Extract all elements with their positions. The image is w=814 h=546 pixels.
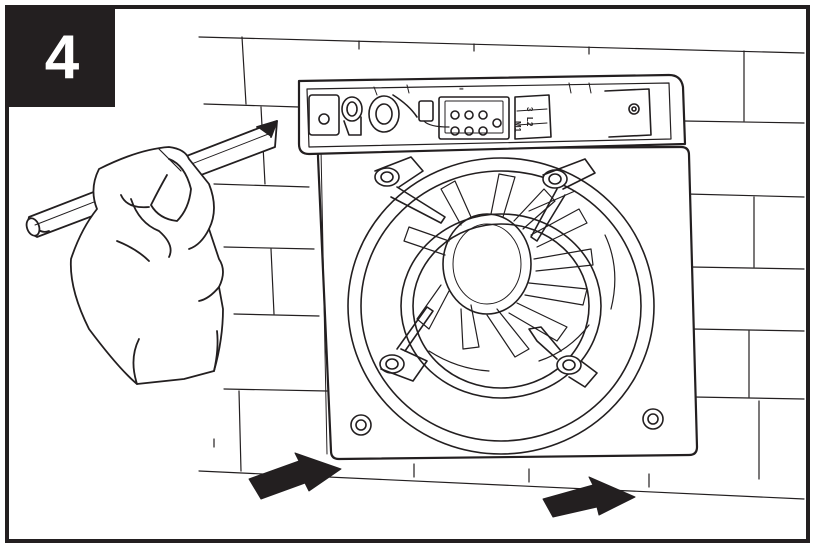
terminal-label-3: 3 [525,107,534,112]
step-number: 4 [44,23,80,92]
step-badge: 4 [9,9,115,107]
screw-hole [350,408,664,436]
fan-impeller [403,173,616,372]
installation-illustration: 3 L2 M1 ≡ [25,36,805,518]
terminal-labels: 3 L2 M1 ≡ [459,84,534,133]
terminal-label-m1: M1 [513,121,522,133]
shutter-clip [374,156,598,388]
push-arrow [248,452,636,518]
terminal-housing: 3 L2 M1 ≡ [297,73,687,156]
hand-with-pencil [25,120,278,385]
terminal-label-l2: L2 [525,117,534,127]
instruction-panel: 4 [5,5,810,543]
fan-front-plate [316,145,699,461]
terminal-label-earth: ≡ [459,84,464,93]
